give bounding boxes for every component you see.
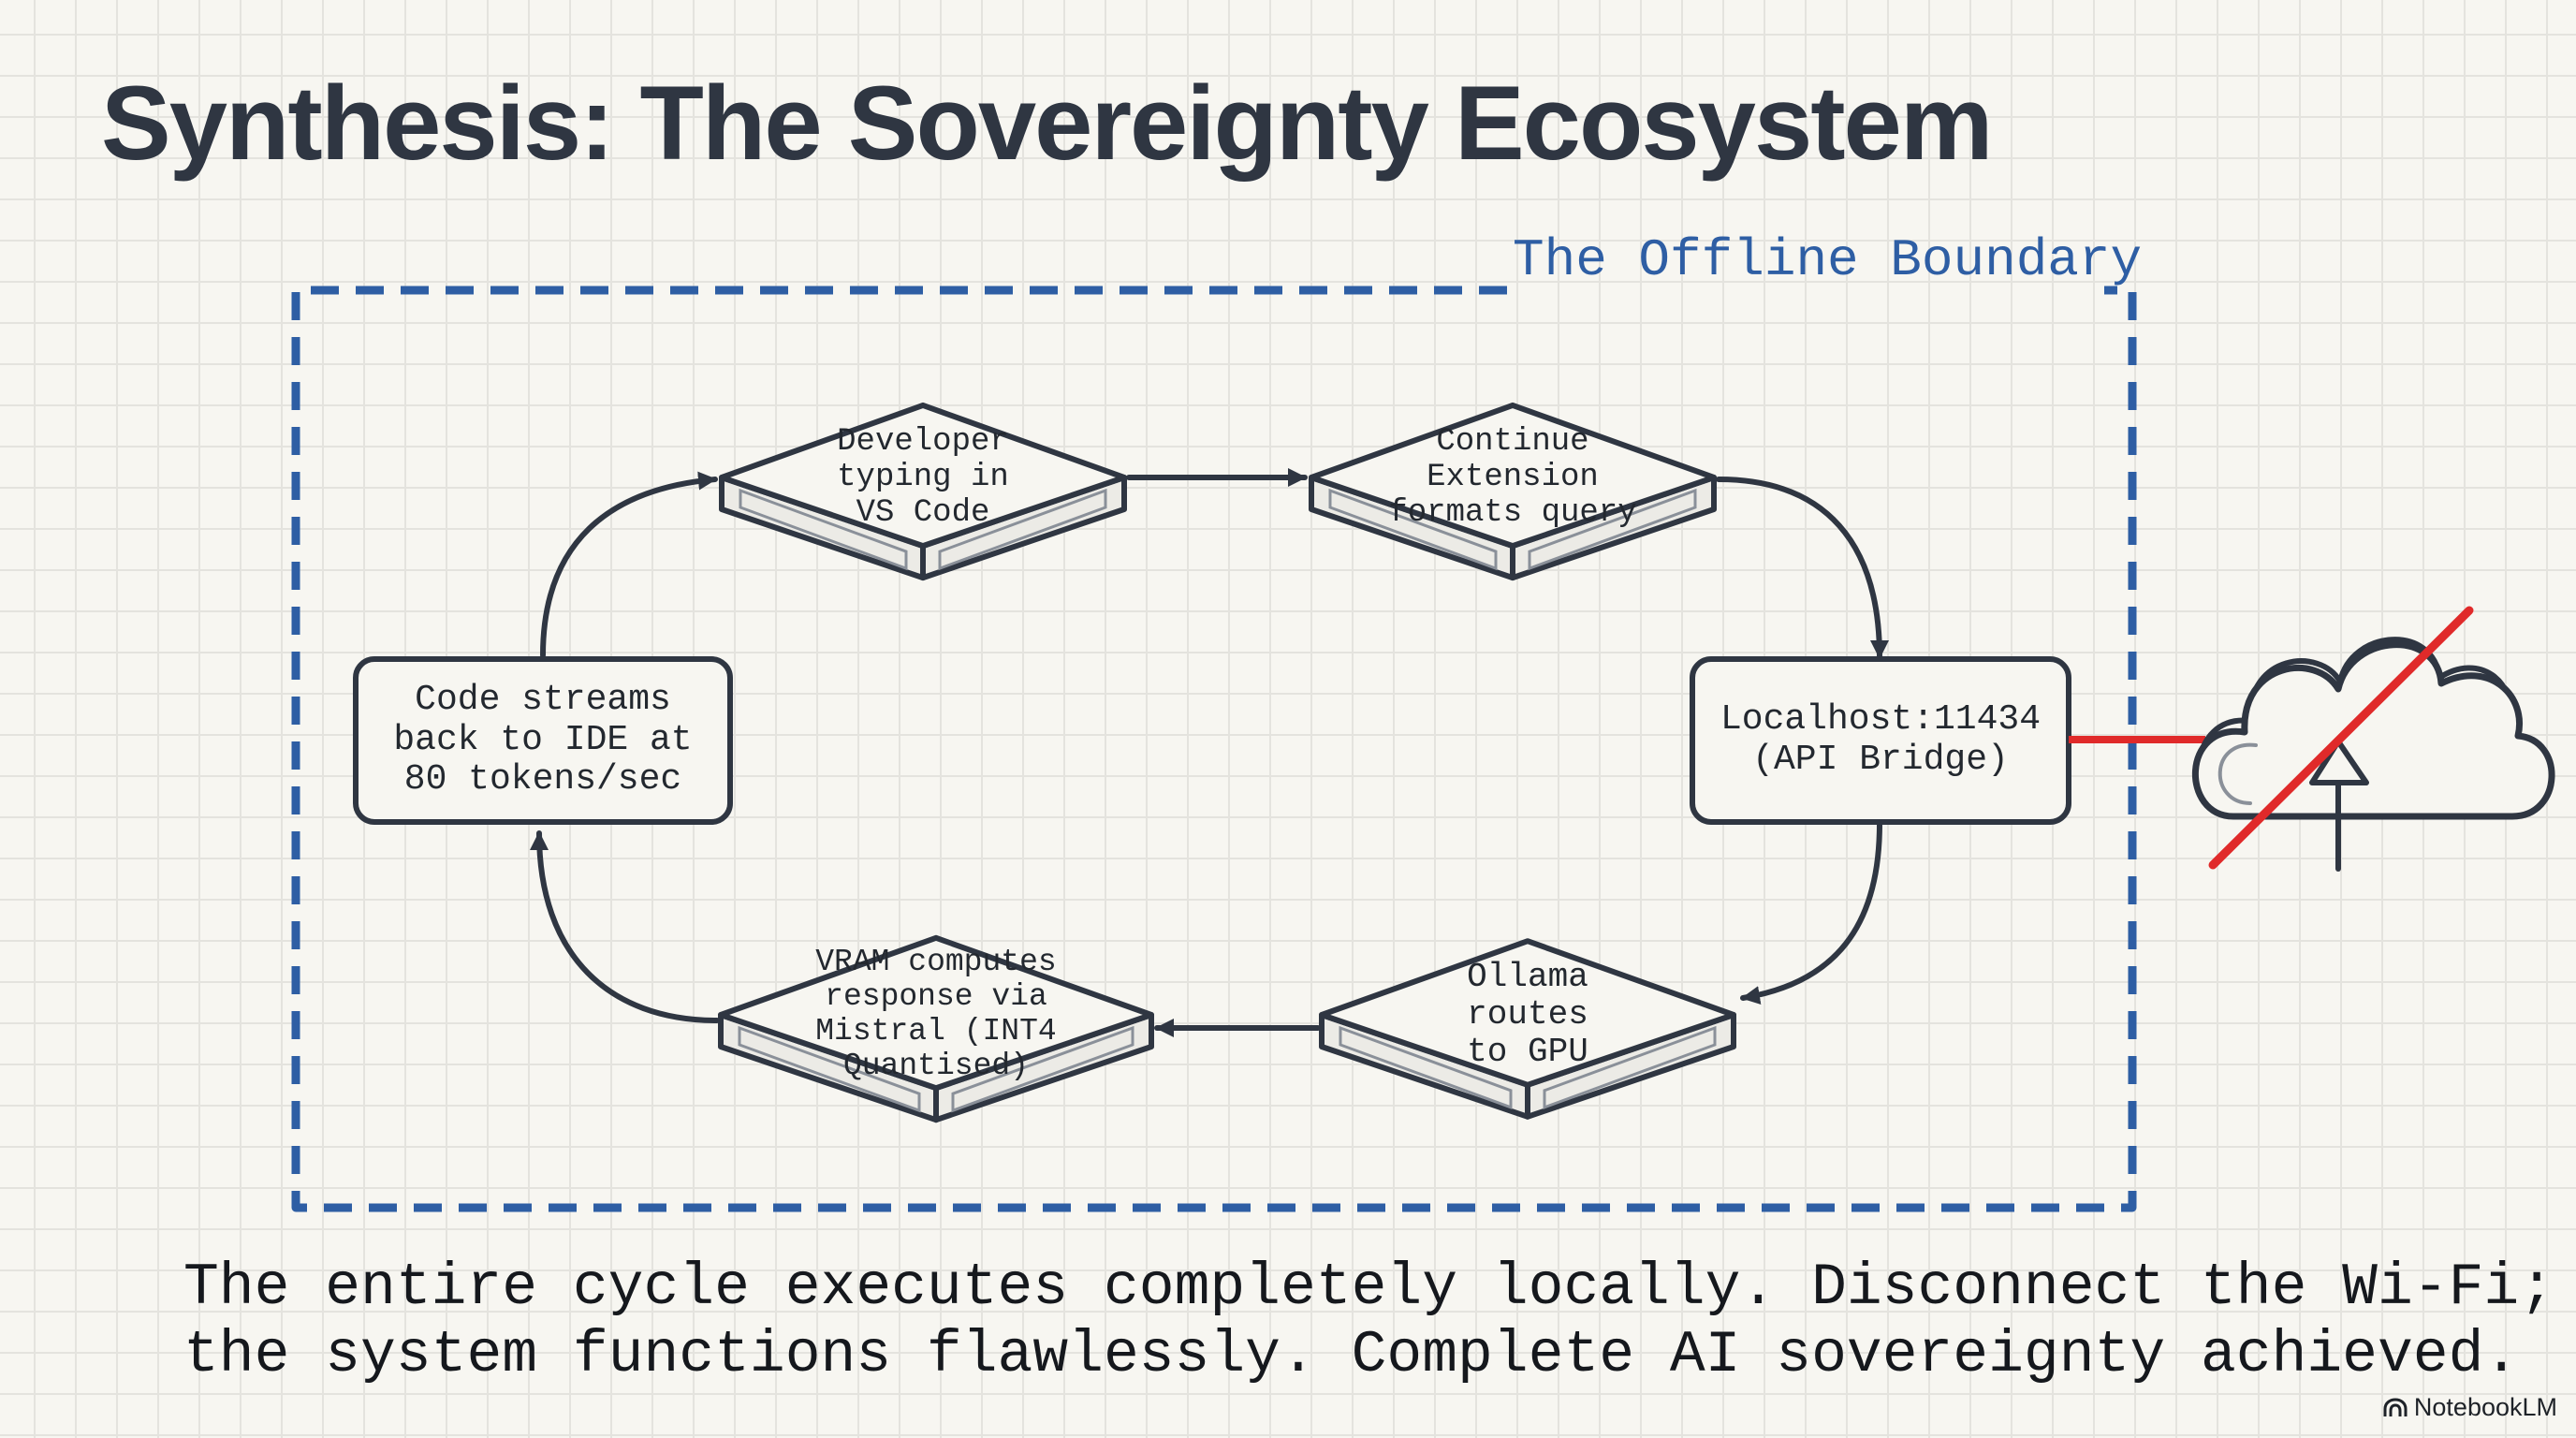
node-stream-shape: [353, 656, 733, 825]
node-stream-line: back to IDE at: [393, 719, 693, 760]
node-localhost: Localhost:11434(API Bridge): [1692, 659, 2069, 822]
node-developer-shape: [719, 402, 1127, 581]
page-title: Synthesis: The Sovereignty Ecosystem: [101, 65, 1993, 182]
blocked-cross: [2208, 606, 2474, 870]
node-developer-line: typing in: [837, 459, 1009, 495]
footer-line-1: The entire cycle executes completely loc…: [183, 1255, 2555, 1321]
node-continue-line: formats query: [1388, 495, 1637, 532]
node-ollama-shape: [1319, 938, 1736, 1120]
arrow-localhost-to-ollama: [1740, 821, 1882, 1005]
node-continue-line: Extension: [1427, 459, 1599, 495]
brand-name: NotebookLM: [2413, 1393, 2557, 1421]
node-stream-line: 80 tokens/sec: [403, 759, 682, 800]
footer-line-2: the system functions flawlessly. Complet…: [183, 1322, 2520, 1388]
node-continue-shape: [1309, 402, 1717, 581]
node-developer-line: Developer: [837, 423, 1009, 460]
arrow-stream-to-developer: [540, 471, 718, 658]
arrow-continue-to-localhost: [1716, 477, 1889, 660]
node-developer-line: VS Code: [856, 495, 990, 532]
notebooklm-logo-icon: [2383, 1397, 2408, 1416]
node-continue-line: Continue: [1436, 423, 1589, 460]
node-stream-line: Code streams: [415, 680, 671, 721]
node-vram-shape: [718, 934, 1154, 1123]
arrow-vram-to-stream: [530, 830, 720, 1023]
node-ollama-line: to GPU: [1467, 1033, 1588, 1072]
node-localhost-line: Localhost:11434: [1720, 699, 2042, 741]
offline-boundary-label: The Offline Boundary: [1513, 230, 2143, 290]
node-vram-line: VRAM computes: [815, 945, 1057, 980]
node-vram-line: Quantised): [842, 1048, 1029, 1083]
footer-caption: The entire cycle executes completely loc…: [183, 1255, 2555, 1389]
node-vram-line: response via: [825, 979, 1047, 1015]
brand-watermark: NotebookLM: [2382, 1393, 2557, 1422]
flow-connectors: [530, 468, 1889, 1037]
node-vram-line: Mistral (INT4: [815, 1013, 1057, 1049]
offline-boundary: [291, 286, 2137, 1212]
node-ollama-line: Ollama routes: [1467, 957, 1588, 1034]
node-localhost-line: (API Bridge): [1752, 740, 2009, 780]
